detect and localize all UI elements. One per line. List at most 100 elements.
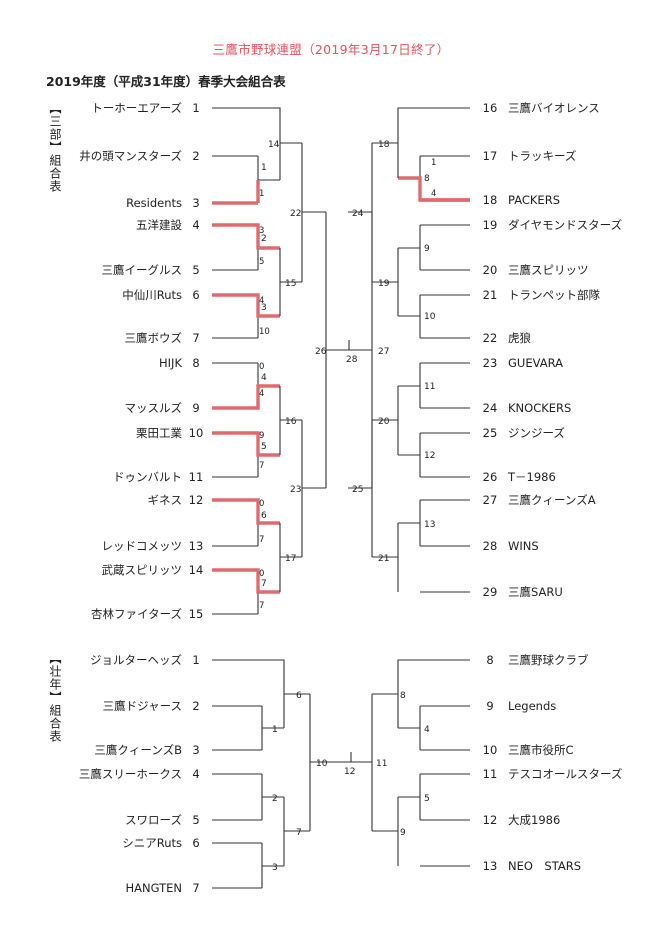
team-name: T－1986 [507, 470, 556, 484]
team-name: GUEVARA [508, 356, 563, 370]
bracket-line [212, 107, 281, 180]
match-number: 17 [285, 554, 296, 564]
team-name: ギネス [148, 493, 183, 507]
winner-line [212, 431, 280, 457]
match-number: 5 [424, 794, 430, 804]
team-seed: 8 [486, 653, 493, 667]
team-name: 三鷹クィーンズA [508, 493, 596, 507]
team-name: 三鷹イーグルス [102, 263, 183, 277]
match-number: 11 [424, 382, 435, 392]
bracket-line [397, 659, 470, 728]
match-number: 12 [424, 451, 435, 461]
team-seed: 7 [192, 881, 199, 895]
match-score: 7 [259, 601, 264, 611]
team-seed: 12 [483, 813, 498, 827]
team-name: 三鷹SARU [508, 585, 563, 599]
team-seed: 28 [483, 539, 498, 553]
final-left-number: 10 [316, 759, 328, 769]
team-seed: 14 [189, 563, 204, 577]
team-name: 虎狼 [508, 331, 531, 345]
team-seed: 20 [483, 263, 498, 277]
winner-line [212, 498, 280, 525]
match-number: 1 [261, 163, 267, 173]
team-seed: 18 [483, 193, 498, 207]
team-seed: 11 [483, 767, 498, 781]
team-seed: 27 [483, 493, 498, 507]
team-name: ドゥンバルト [113, 470, 182, 484]
team-name: テスコオールスターズ [508, 767, 622, 781]
team-name: PACKERS [508, 193, 560, 207]
bracket-line [397, 107, 470, 178]
team-name: 三鷹スピリッツ [508, 263, 589, 277]
team-name: マッスルズ [125, 401, 183, 415]
team-seed: 16 [483, 101, 498, 115]
team-name: 三鷹ボウズ [125, 331, 183, 345]
team-name: 杏林ファイターズ [91, 607, 182, 621]
team-name: トラッキーズ [508, 149, 576, 163]
team-seed: 2 [192, 149, 199, 163]
team-name: ジョルターヘッズ [90, 653, 182, 667]
match-score: 9 [259, 431, 264, 441]
team-name: 三鷹スリーホークス [79, 767, 182, 781]
team-seed: 5 [192, 813, 199, 827]
team-seed: 12 [189, 493, 204, 507]
match-number: 14 [268, 140, 280, 150]
match-number: 20 [378, 417, 390, 427]
match-number: 23 [290, 485, 301, 495]
team-seed: 24 [483, 401, 498, 415]
team-seed: 17 [483, 149, 498, 163]
team-seed: 8 [192, 356, 199, 370]
match-score: 7 [259, 461, 264, 471]
final-right-number: 27 [378, 347, 389, 357]
team-name: ジンジーズ [508, 426, 565, 440]
team-seed: 11 [189, 470, 204, 484]
division-label-sanbu: 【三部】組合表 [48, 102, 62, 193]
match-number: 24 [352, 209, 364, 219]
team-name: Residents [126, 196, 182, 210]
team-seed: 22 [483, 331, 498, 345]
match-number: 4 [424, 725, 430, 735]
team-seed: 10 [189, 426, 204, 440]
team-name: 武蔵スピリッツ [102, 563, 183, 577]
team-seed: 19 [483, 218, 498, 232]
match-number: 21 [378, 554, 389, 564]
team-seed: 1 [192, 653, 199, 667]
match-score: 0 [259, 499, 264, 509]
match-number: 5 [261, 442, 267, 452]
final-center-number: 12 [344, 767, 355, 777]
team-seed: 15 [189, 607, 204, 621]
match-number: 25 [352, 485, 363, 495]
final-center-number: 28 [346, 355, 358, 365]
team-seed: 5 [192, 263, 199, 277]
match-number: 15 [285, 279, 296, 289]
match-score: 7 [259, 535, 264, 545]
team-seed: 1 [192, 101, 199, 115]
bracket-line [212, 659, 285, 728]
match-number: 8 [400, 691, 406, 701]
team-name: 三鷹ドジャース [103, 699, 182, 713]
winner-line [212, 568, 280, 594]
match-number: 22 [290, 209, 301, 219]
team-seed: 10 [483, 743, 498, 757]
match-number: 9 [424, 244, 430, 254]
match-number: 6 [261, 511, 267, 521]
team-name: トーホーエアーズ [91, 101, 182, 115]
team-seed: 13 [483, 859, 498, 873]
team-seed: 26 [483, 470, 498, 484]
match-number: 2 [272, 794, 278, 804]
match-number: 7 [296, 828, 302, 838]
team-name: スワローズ [125, 813, 182, 827]
match-score: 0 [259, 569, 264, 579]
team-seed: 9 [192, 401, 199, 415]
winner-line [212, 293, 280, 318]
team-name: NEO STARS [508, 859, 581, 873]
team-seed: 4 [192, 218, 199, 232]
team-seed: 2 [192, 699, 199, 713]
match-number: 7 [261, 579, 267, 589]
match-number: 2 [261, 234, 267, 244]
team-name: 井の頭マンスターズ [79, 149, 182, 163]
winner-line [212, 223, 280, 250]
team-name: 三鷹野球クラブ [508, 653, 589, 667]
